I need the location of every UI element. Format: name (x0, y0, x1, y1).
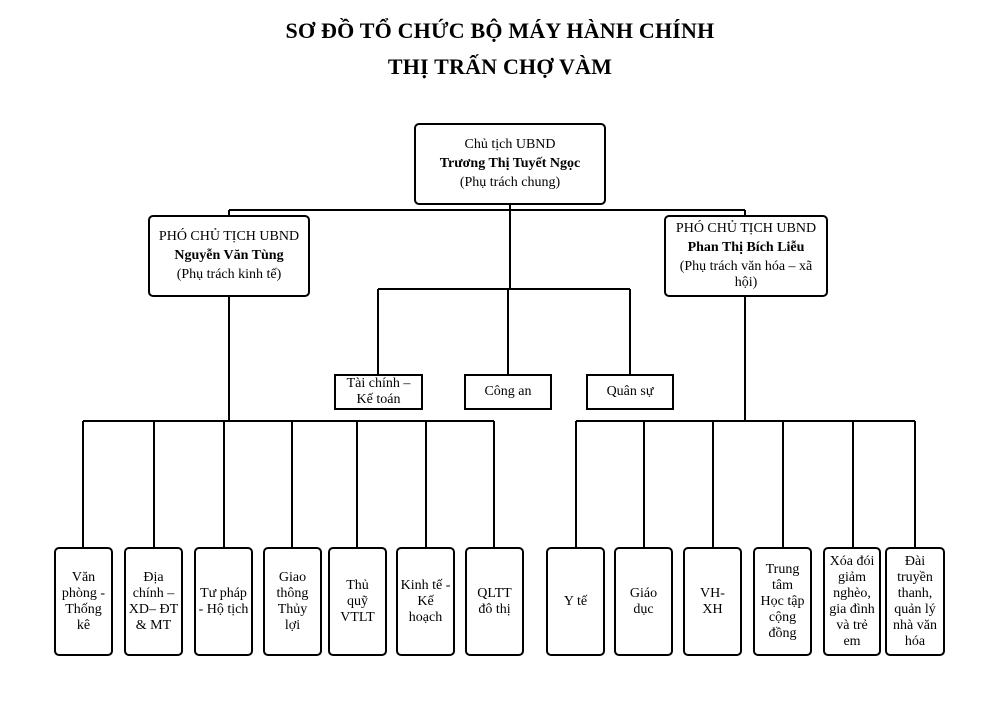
unit-label: Xóa đói giảm nghèo, gia đình và trẻ em (829, 553, 875, 649)
unit-label: Đài truyền thanh, quản lý nhà văn hóa (893, 553, 937, 649)
vice-right-duty: (Phụ trách văn hóa – xã hội) (679, 259, 813, 290)
unit-label: Giáo dục (629, 585, 658, 617)
unit-urban-management: QLTT đô thị (465, 547, 524, 656)
vice-chairman-right-box: PHÓ CHỦ TỊCH UBND Phan Thị Bích Liễu (Ph… (664, 215, 828, 297)
vice-right-name: Phan Thị Bích Liễu (687, 240, 805, 255)
unit-label: Quân sự (606, 384, 654, 399)
chairman-box: Chủ tịch UBND Trương Thị Tuyết Ngọc (Phụ… (414, 123, 606, 205)
unit-economy-planning: Kinh tế - Kế hoạch (396, 547, 455, 656)
unit-police: Công an (464, 374, 552, 410)
unit-transport-irrigation: Giao thông Thủy lợi (263, 547, 322, 656)
unit-label: Văn phòng - Thống kê (61, 569, 106, 633)
unit-office-statistics: Văn phòng - Thống kê (54, 547, 113, 656)
unit-community-learning-center: Trung tâm Học tập cộng đồng (753, 547, 812, 656)
chart-title-line-2: THỊ TRẤN CHỢ VÀM (387, 54, 613, 79)
unit-label: Công an (484, 384, 532, 399)
unit-label: Y tế (563, 593, 588, 609)
unit-label: Kinh tế - Kế hoạch (400, 577, 451, 625)
unit-military: Quân sự (586, 374, 674, 410)
chart-title-line-1: SƠ ĐỒ TỔ CHỨC BỘ MÁY HÀNH CHÍNH (285, 18, 715, 43)
unit-label: Tư pháp - Hộ tịch (198, 585, 249, 617)
unit-label: Trung tâm Học tập cộng đồng (760, 561, 805, 641)
chairman-role: Chủ tịch UBND (464, 137, 556, 152)
unit-land-construction: Địa chính – XD– ĐT & MT (124, 547, 183, 656)
unit-justice-civil-status: Tư pháp - Hộ tịch (194, 547, 253, 656)
unit-finance-accounting: Tài chính – Kế toán (334, 374, 423, 410)
unit-label: Giao thông Thủy lợi (276, 569, 309, 633)
vice-right-role: PHÓ CHỦ TỊCH UBND (675, 221, 817, 236)
unit-poverty-family-children: Xóa đói giảm nghèo, gia đình và trẻ em (823, 547, 881, 656)
unit-radio-culture-house: Đài truyền thanh, quản lý nhà văn hóa (885, 547, 945, 656)
unit-education: Giáo dục (614, 547, 673, 656)
unit-label: VH-XH (700, 585, 725, 617)
vice-left-name: Nguyễn Văn Tùng (174, 248, 284, 263)
unit-label: Địa chính – XD– ĐT & MT (128, 569, 179, 633)
chairman-duty: (Phụ trách chung) (459, 175, 561, 190)
unit-label: QLTT đô thị (477, 585, 512, 617)
unit-label: Thủ quỹ VTLT (340, 577, 375, 625)
vice-left-duty: (Phụ trách kinh tế) (176, 267, 282, 282)
chairman-name: Trương Thị Tuyết Ngọc (439, 156, 581, 171)
vice-chairman-left-box: PHÓ CHỦ TỊCH UBND Nguyễn Văn Tùng (Phụ t… (148, 215, 310, 297)
unit-treasury-archives: Thủ quỹ VTLT (328, 547, 387, 656)
unit-culture-society: VH-XH (683, 547, 742, 656)
unit-label: Tài chính – Kế toán (346, 376, 411, 407)
unit-health: Y tế (546, 547, 605, 656)
vice-left-role: PHÓ CHỦ TỊCH UBND (158, 229, 300, 244)
